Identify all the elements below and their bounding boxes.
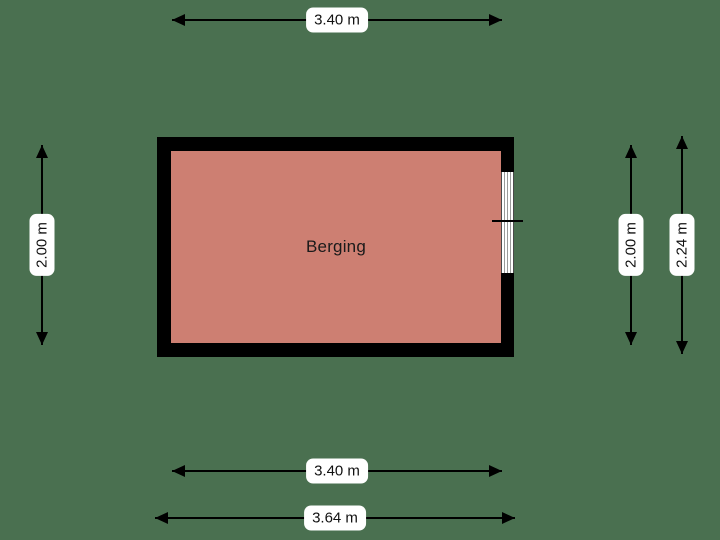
dimension-label: 2.00 m xyxy=(29,214,55,276)
arrow-left-icon xyxy=(172,465,185,477)
arrow-left-icon xyxy=(155,512,168,524)
arrow-right-icon xyxy=(489,465,502,477)
dimension-label: 3.40 m xyxy=(306,7,368,33)
dimension-bottom-inner-width: 3.40 m xyxy=(172,458,502,484)
window-icon[interactable] xyxy=(501,172,514,273)
arrow-right-icon xyxy=(502,512,515,524)
dimension-label: 2.00 m xyxy=(618,214,644,276)
arrow-down-icon xyxy=(676,341,688,354)
arrow-down-icon xyxy=(36,332,48,345)
arrow-right-icon xyxy=(489,14,502,26)
dimension-label: 3.64 m xyxy=(304,505,366,531)
arrow-left-icon xyxy=(172,14,185,26)
arrow-up-icon xyxy=(36,145,48,158)
arrow-up-icon xyxy=(676,136,688,149)
dimension-right-outer-height: 2.24 m xyxy=(669,136,695,354)
dimension-label: 2.24 m xyxy=(669,214,695,276)
window-sill-line xyxy=(492,220,523,222)
dimension-top-width: 3.40 m xyxy=(172,7,502,33)
dimension-left-height: 2.00 m xyxy=(29,145,55,345)
dimension-bottom-outer-width: 3.64 m xyxy=(155,505,515,531)
room-floor-berging[interactable] xyxy=(171,151,501,343)
room-label-berging: Berging xyxy=(306,237,366,256)
dimension-label: 3.40 m xyxy=(306,458,368,484)
arrow-up-icon xyxy=(625,145,637,158)
arrow-down-icon xyxy=(625,332,637,345)
dimension-right-inner-height: 2.00 m xyxy=(618,145,644,345)
